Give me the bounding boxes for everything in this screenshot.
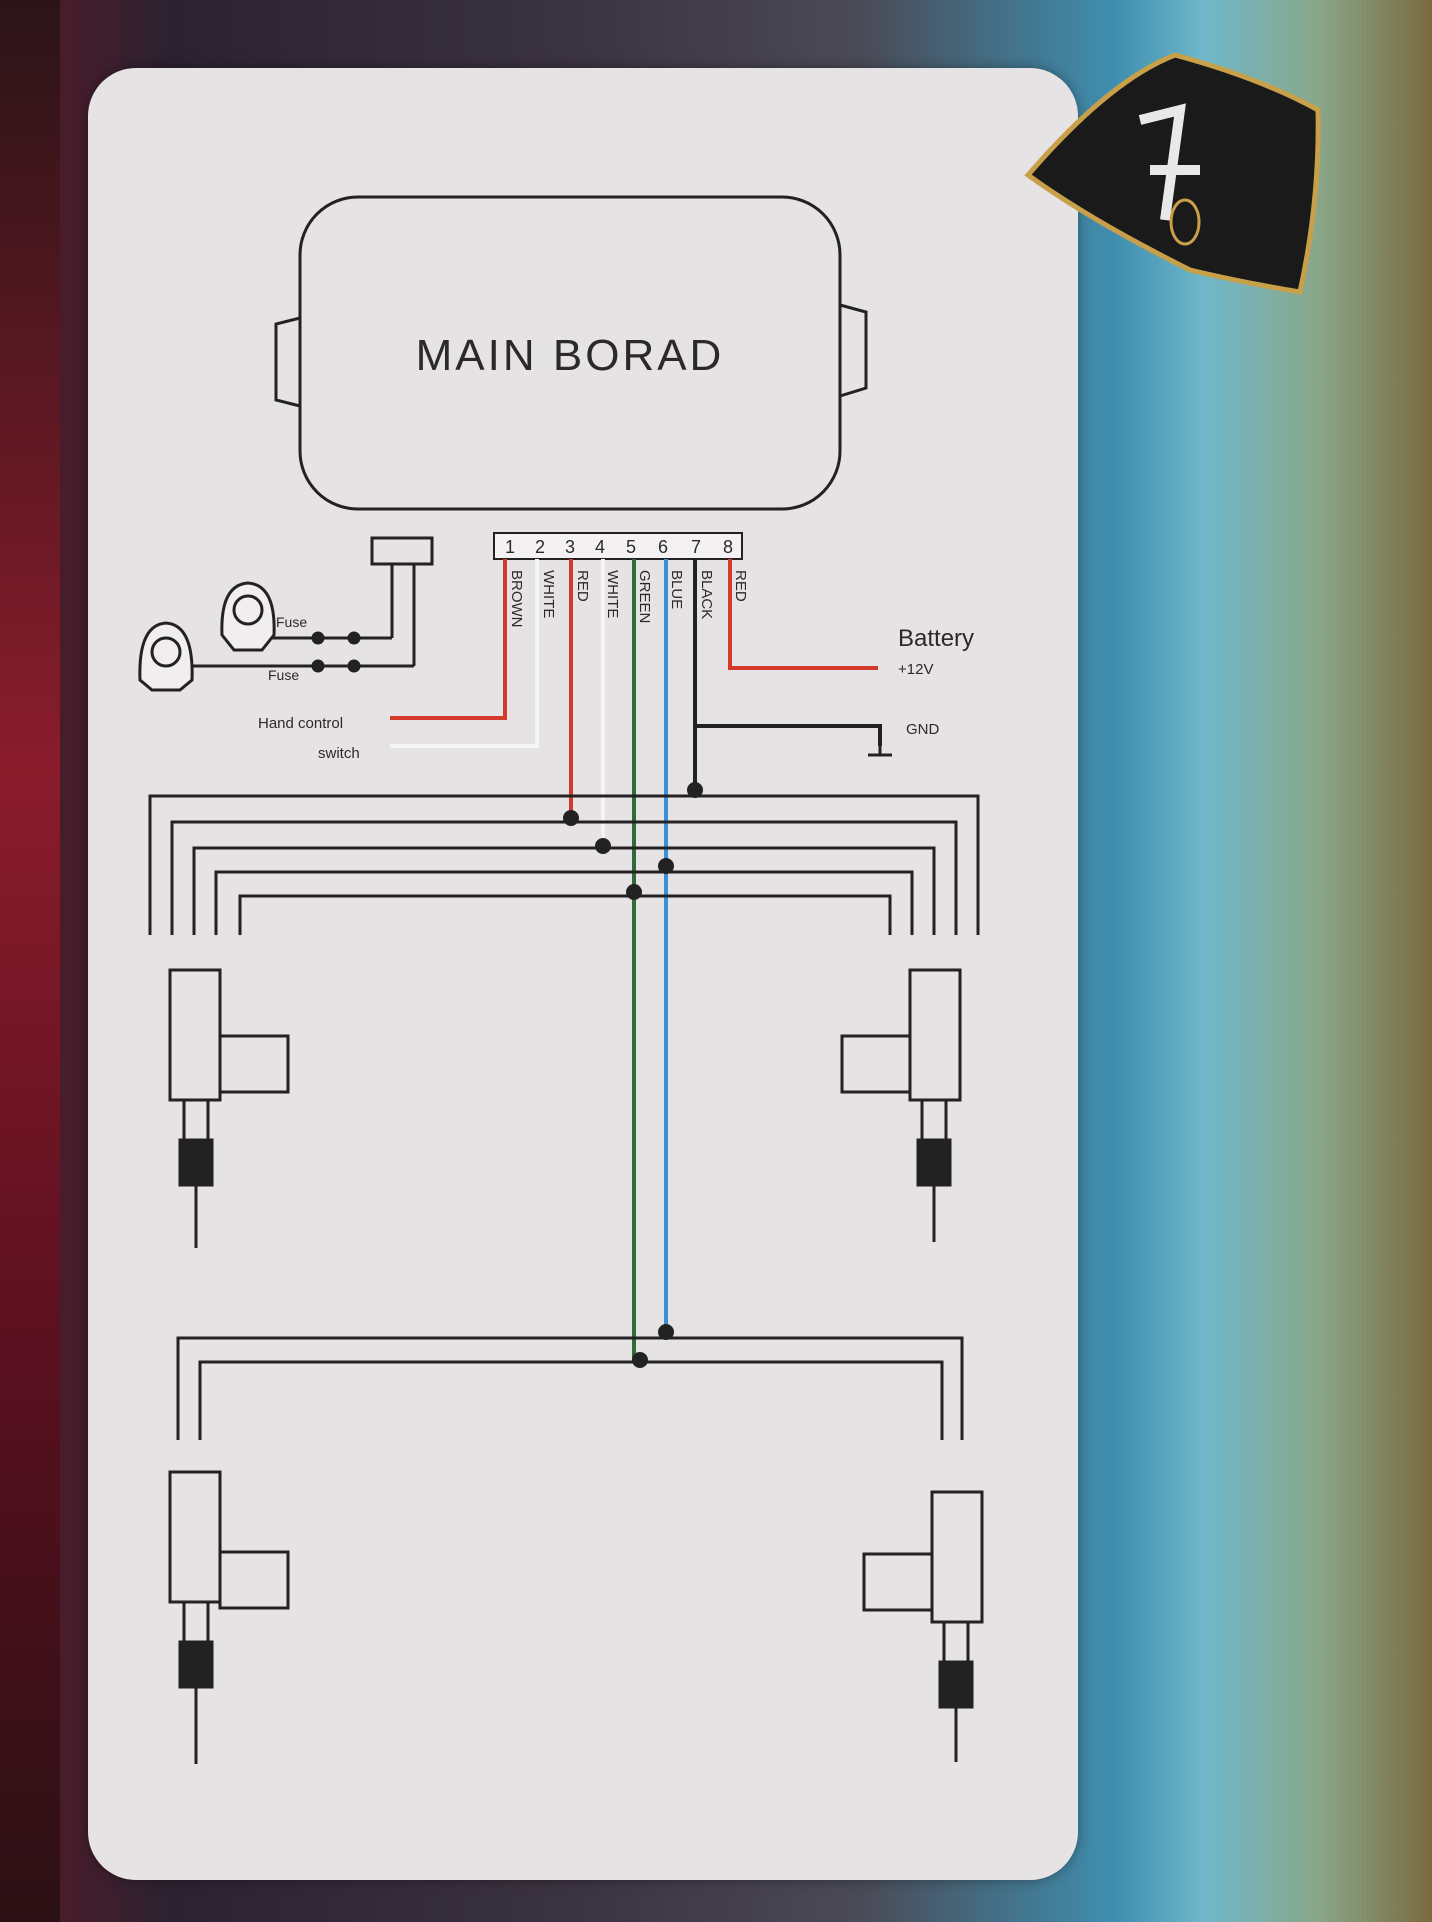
rear-junctions: [632, 1324, 674, 1368]
wire-color-labels: BROWN WHITE RED WHITE GREEN BLUE BLACK R…: [508, 570, 749, 628]
wiring-card: [88, 68, 1078, 1880]
pin-6: 6: [658, 537, 668, 557]
battery-label: Battery: [898, 625, 974, 652]
front-bus: [148, 794, 980, 935]
fuse-circuit: [190, 536, 434, 673]
hand-control-label: Hand control: [258, 715, 343, 732]
pin-4: 4: [595, 537, 605, 557]
pin-8: 8: [723, 537, 733, 557]
wire-label-7: BLACK: [698, 570, 715, 619]
battery-voltage-label: +12V: [898, 661, 933, 678]
wire-runs: [390, 559, 882, 1360]
pin-7: 7: [691, 537, 701, 557]
pin-3: 3: [565, 537, 575, 557]
wire-label-1: BROWN: [508, 570, 525, 628]
wire-label-4: WHITE: [604, 570, 621, 618]
bus-junctions: [563, 782, 703, 900]
pin-1: 1: [505, 537, 515, 557]
wire-label-5: GREEN: [636, 570, 653, 623]
motor-icon: [138, 581, 276, 692]
gnd-label: GND: [906, 721, 940, 738]
package-edge-background: [0, 0, 60, 1922]
fuse-label-top: Fuse: [276, 614, 307, 630]
pin-2: 2: [535, 537, 545, 557]
connector-strip: 1 2 3 4 5 6 7 8: [493, 532, 743, 560]
fuse-label-bottom: Fuse: [268, 667, 299, 683]
wire-label-2: WHITE: [540, 570, 557, 618]
wire-label-6: BLUE: [668, 570, 685, 609]
wire-label-8: RED: [732, 570, 749, 602]
logo-shield-icon: [1024, 52, 1321, 295]
lock-actuator-icon: [168, 968, 984, 1764]
main-board-label: MAIN BORAD: [416, 331, 725, 380]
ground-icon: [868, 746, 892, 757]
switch-label: switch: [318, 745, 360, 762]
main-board: MAIN BORAD: [274, 195, 868, 511]
wire-label-3: RED: [574, 570, 591, 602]
pin-5: 5: [626, 537, 636, 557]
rear-bus: [176, 1336, 964, 1440]
